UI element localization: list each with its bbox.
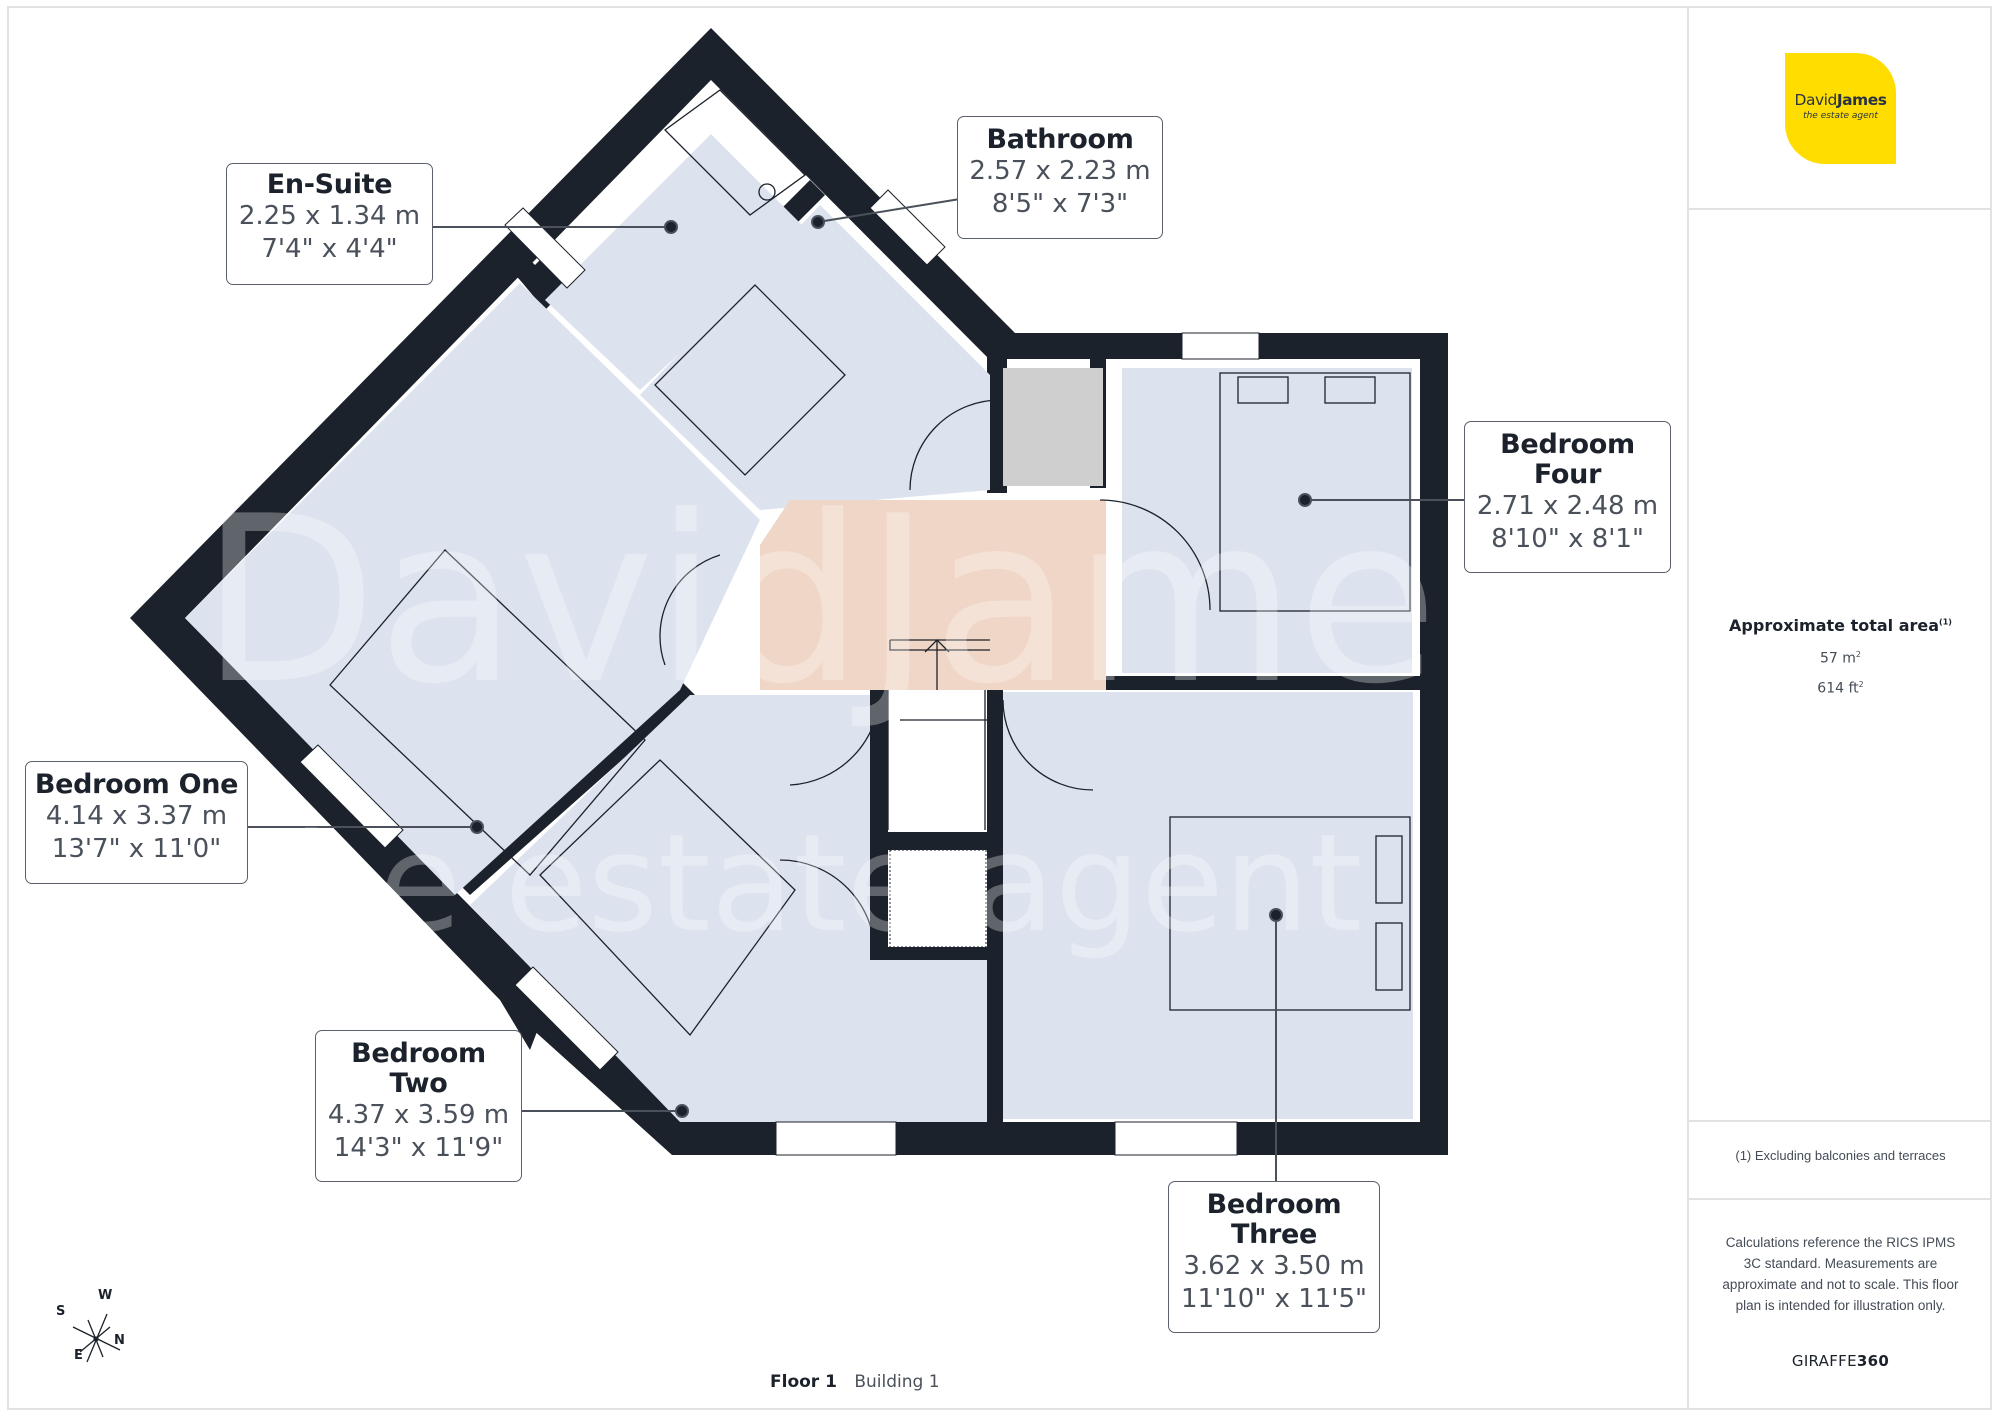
- info-sidebar: DavidJames the estate agent Approximate …: [1687, 6, 1992, 1410]
- label-bathroom: Bathroom 2.57 x 2.23 m 8'5" x 7'3": [957, 116, 1163, 239]
- stair-void: [888, 715, 986, 830]
- bed-bedroom-three: [1169, 816, 1411, 1011]
- logo-name-regular: David: [1794, 91, 1838, 109]
- area-ft2-value: 614 ft: [1817, 680, 1859, 697]
- giraffe360-credit: GIRAFFE360: [1689, 1352, 1992, 1370]
- room-metric: 2.57 x 2.23 m: [969, 156, 1151, 186]
- room-name-line1: Bedroom: [1206, 1189, 1342, 1220]
- floor-plan: DavidJames the estate agent S W N E En-S…: [25, 28, 1671, 1392]
- room-bedroom-two: [470, 695, 987, 1122]
- watermark-tagline: the estate agent: [240, 805, 1362, 962]
- room-imperial: 7'4" x 4'4": [261, 234, 398, 264]
- label-bedroom-two: Bedroom Two 4.37 x 3.59 m 14'3" x 11'9": [315, 1030, 522, 1182]
- area-m2-sup: 2: [1855, 650, 1861, 659]
- bed-bedroom-four: [1219, 372, 1411, 612]
- compass-icon: [72, 1313, 121, 1363]
- floor-label: Floor 1: [770, 1372, 837, 1392]
- logo-tagline: the estate agent: [1803, 111, 1878, 121]
- area-title: Approximate total area(1): [1689, 616, 1992, 635]
- brand-logo: DavidJames the estate agent: [1785, 53, 1896, 164]
- logo-section: DavidJames the estate agent: [1689, 6, 1992, 210]
- area-title-footnote: (1): [1939, 617, 1952, 627]
- room-metric: 4.37 x 3.59 m: [327, 1100, 510, 1130]
- room-name-line2: Three: [1230, 1219, 1318, 1250]
- area-section: Approximate total area(1) 57 m2 614 ft2: [1689, 210, 1992, 1122]
- logo-name: DavidJames: [1785, 91, 1896, 109]
- room-name-line2: Two: [389, 1068, 448, 1099]
- page-frame: [7, 6, 1992, 1410]
- label-bedroom-three: Bedroom Three 3.62 x 3.50 m 11'10" x 11'…: [1168, 1181, 1380, 1333]
- room-bathroom: [640, 205, 990, 510]
- room-name-line1: Bedroom: [351, 1038, 486, 1069]
- bed-bedroom-one: [329, 549, 646, 876]
- room-bedroom-three: [1003, 692, 1413, 1119]
- bath: [654, 284, 846, 476]
- credit-regular: GIRAFFE: [1791, 1352, 1857, 1370]
- footnote-section: (1) Excluding balconies and terraces: [1689, 1122, 1992, 1200]
- area-metric: 57 m2: [1689, 650, 1992, 667]
- credit-bold: 360: [1856, 1352, 1890, 1370]
- room-bedroom-four: [1122, 368, 1412, 673]
- label-bedroom-four: Bedroom Four 2.71 x 2.48 m 8'10" x 8'1": [1464, 421, 1671, 573]
- compass-north: N: [114, 1333, 125, 1348]
- shower: [664, 89, 806, 216]
- area-imperial: 614 ft2: [1689, 680, 1992, 697]
- room-en-suite: [545, 134, 810, 390]
- area-title-text: Approximate total area: [1729, 616, 1940, 635]
- room-name: En-Suite: [266, 169, 393, 200]
- room-metric: 2.25 x 1.34 m: [238, 201, 421, 231]
- floor-plan-drawing: DavidJames the estate agent: [72, 28, 1558, 1363]
- room-metric: 4.14 x 3.37 m: [45, 801, 228, 831]
- room-bedroom-one: [185, 283, 760, 895]
- leader-lines: [247, 198, 1465, 1185]
- cupboard: [1003, 368, 1103, 486]
- disclaimer-text: Calculations reference the RICS IPMS 3C …: [1722, 1235, 1959, 1313]
- room-imperial: 14'3" x 11'9": [333, 1133, 504, 1163]
- room-metric: 2.71 x 2.48 m: [1476, 491, 1659, 521]
- furniture: [329, 89, 1411, 1037]
- airing-cupboard: [889, 849, 987, 948]
- area-m2-value: 57 m: [1820, 650, 1856, 667]
- footnote-text: (1) Excluding balconies and terraces: [1735, 1148, 1946, 1163]
- disclaimer-section: Calculations reference the RICS IPMS 3C …: [1689, 1200, 1992, 1408]
- room-fills: [185, 134, 1413, 1122]
- room-imperial: 8'5" x 7'3": [991, 189, 1129, 219]
- compass-south: S: [56, 1304, 66, 1319]
- floor-caption: Floor 1 Building 1: [770, 1372, 940, 1392]
- room-imperial: 8'10" x 8'1": [1491, 524, 1644, 554]
- logo-name-bold: James: [1836, 91, 1887, 109]
- room-name-line1: Bedroom: [1500, 429, 1635, 460]
- building-label: Building 1: [854, 1372, 940, 1392]
- room-imperial: 11'10" x 11'5": [1181, 1284, 1367, 1314]
- bed-bedroom-two: [539, 759, 796, 1037]
- room-imperial: 13'7" x 11'0": [51, 834, 222, 864]
- label-en-suite: En-Suite 2.25 x 1.34 m 7'4" x 4'4": [226, 163, 433, 285]
- compass-east: E: [74, 1348, 83, 1363]
- compass-west: W: [98, 1288, 113, 1303]
- room-metric: 3.62 x 3.50 m: [1183, 1251, 1365, 1281]
- room-name-line2: Four: [1533, 459, 1602, 490]
- landing: [760, 500, 1106, 690]
- area-ft2-sup: 2: [1858, 680, 1864, 689]
- room-name: Bathroom: [986, 124, 1134, 155]
- room-name: Bedroom One: [34, 769, 239, 800]
- label-bedroom-one: Bedroom One 4.14 x 3.37 m 13'7" x 11'0": [25, 761, 248, 884]
- watermark-brand: DavidJames: [200, 468, 1558, 735]
